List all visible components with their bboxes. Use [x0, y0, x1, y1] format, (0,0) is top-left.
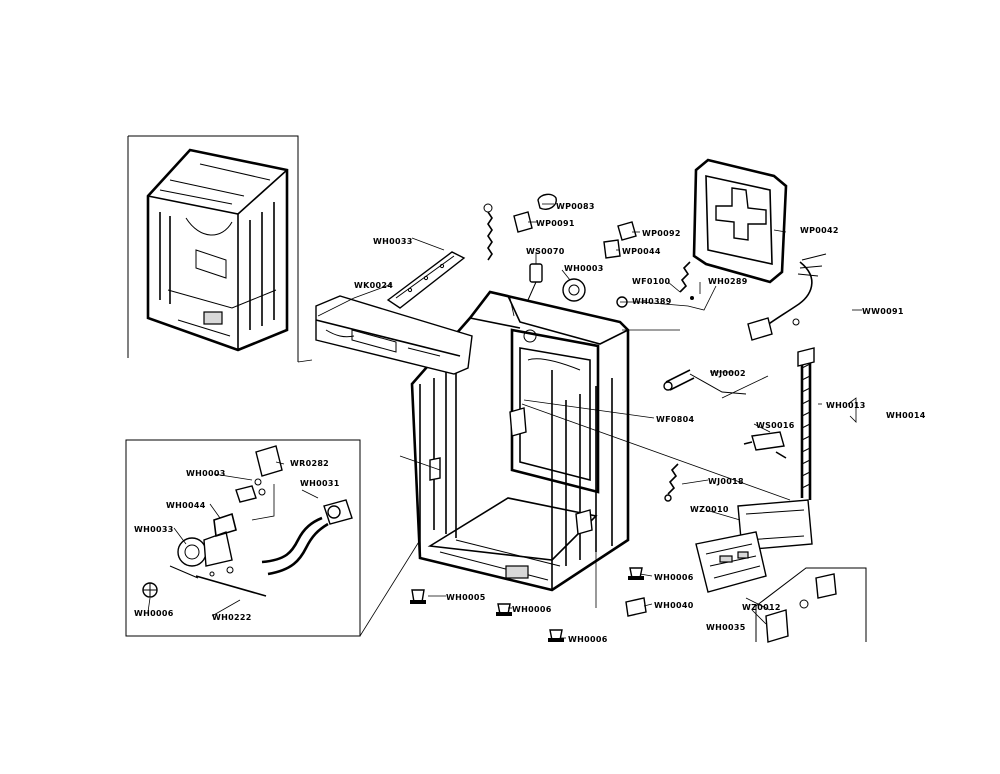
part-label: WF0804: [656, 415, 694, 424]
part-label: WH0006: [654, 573, 694, 582]
part-label: WJ0018: [708, 477, 744, 486]
part-label: WP0092: [642, 229, 681, 238]
part-label: WH0389: [632, 297, 672, 306]
part-label: WH0289: [708, 277, 748, 286]
drain-pump-inset: [125, 439, 361, 637]
part-label: WH0033: [373, 237, 413, 246]
part-label: WP0044: [622, 247, 661, 256]
leveling-feet: [410, 567, 647, 642]
top-spring: [483, 203, 493, 261]
small-brackets: [513, 193, 637, 259]
part-label: WH0006: [134, 609, 174, 618]
part-labels: WH0033 WK0024 WP0083 WP0091 WP0092 WS007…: [134, 202, 926, 644]
part-label: WZ0012: [742, 603, 781, 612]
drain-hose: [797, 347, 815, 500]
lower-spring: [664, 463, 679, 502]
part-label: WH0033: [134, 525, 174, 534]
main-cabinet: [410, 290, 630, 592]
part-label: WP0083: [556, 202, 595, 211]
pump-leader-line: [359, 539, 421, 637]
part-label: WR0282: [290, 459, 329, 468]
part-label: WW0091: [862, 307, 904, 316]
part-label: WS0016: [756, 421, 795, 430]
part-label: WJ0002: [710, 369, 746, 378]
sensor-plug: [743, 431, 787, 459]
part-label: WK0024: [354, 281, 393, 290]
part-label: WH0003: [564, 264, 604, 273]
part-label: WH0044: [166, 501, 206, 510]
tub-cover: [692, 158, 827, 341]
part-label: WH0006: [568, 635, 608, 644]
part-label: WH0222: [212, 613, 252, 622]
top-rail: [386, 251, 466, 309]
sensor-cylinder: [527, 263, 543, 301]
part-label: WH0031: [300, 479, 340, 488]
part-label: WS0070: [526, 247, 565, 256]
rear-control-housing: [315, 295, 473, 375]
part-label: WH0014: [886, 411, 926, 420]
rod-assembly: [663, 369, 747, 395]
controller-inset: [755, 567, 867, 643]
part-label: WH0013: [826, 401, 866, 410]
part-label: WZ0010: [690, 505, 729, 514]
round-knob: [562, 278, 586, 302]
part-label: WH0006: [512, 605, 552, 614]
part-label: WH0003: [186, 469, 226, 478]
part-label: WH0005: [446, 593, 486, 602]
part-label: WP0091: [536, 219, 575, 228]
damper-spring: [667, 261, 694, 300]
leader-lines: [147, 203, 862, 639]
part-label: WP0042: [800, 226, 839, 235]
part-label: WH0040: [654, 601, 694, 610]
pcb-controller: [695, 531, 767, 593]
part-label: WF0100: [632, 277, 670, 286]
part-label: WH0035: [706, 623, 746, 632]
cabinet-overview-inset: [127, 135, 299, 362]
